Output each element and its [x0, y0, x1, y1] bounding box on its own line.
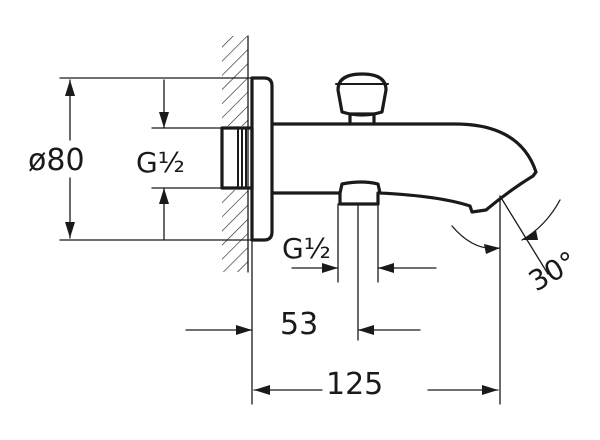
outlet-thread-label: G½ [282, 232, 331, 265]
arrow-125-left [254, 385, 270, 395]
flange [250, 76, 274, 242]
wall-thread-label: G½ [136, 146, 185, 179]
diverter-knob [336, 72, 388, 117]
arrow-thread-up [159, 188, 169, 204]
dim-total-length: 125 [253, 195, 501, 405]
arrow-thread-down [159, 112, 169, 128]
flange-body [250, 76, 274, 242]
angle-arrow-right [522, 230, 538, 240]
angle-ray [499, 195, 549, 275]
angle-arc-left [451, 225, 501, 250]
wall-connector [220, 126, 254, 190]
connector-body [220, 126, 254, 190]
dim-outlet-thread: G½ [282, 203, 437, 283]
spout [270, 72, 538, 214]
arrow-down [65, 222, 75, 238]
dim-spout-offset: 53 [185, 205, 421, 405]
wall-hatch-bottom [222, 190, 248, 272]
arrow-outlet-left [378, 263, 394, 273]
arrow-outlet-right [322, 263, 338, 273]
dim-wall-thread: G½ [136, 79, 223, 241]
arrow-125-right [482, 385, 498, 395]
spout-outline [270, 122, 538, 214]
spout-offset-label: 53 [280, 307, 318, 342]
arrow-53-left [358, 325, 374, 335]
dim-diameter: ø80 [28, 77, 253, 241]
wall-hatch-top [222, 36, 248, 126]
angle-arrow-left [484, 244, 500, 254]
wall [222, 35, 249, 273]
arrow-up [65, 80, 75, 96]
angle-label: 30° [523, 245, 582, 298]
spout-outlet [338, 191, 380, 206]
arrow-53-right [236, 325, 252, 335]
diameter-label: ø80 [28, 143, 85, 178]
angle-arc-right [521, 199, 561, 241]
total-length-label: 125 [326, 367, 383, 402]
